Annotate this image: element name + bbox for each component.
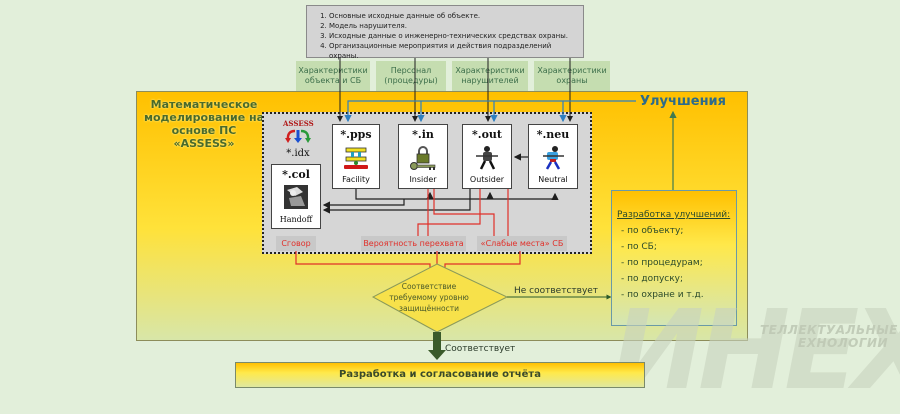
- inteh-watermark-logo: ИНЕХ: [612, 286, 900, 414]
- insider-key-lock-icon: [410, 146, 436, 170]
- not-compliant-label: Не соответствует: [514, 286, 599, 296]
- flow-connectors: [295, 58, 677, 360]
- input-item: Модель нарушителя.: [329, 21, 575, 31]
- assess-arrows-icon: [285, 129, 311, 143]
- improvement-item: - по процедурам;: [621, 258, 703, 268]
- facility-icon: [344, 147, 368, 169]
- improvements-heading: Разработка улучшений:: [617, 210, 731, 220]
- compliant-label: Соответствует: [445, 344, 516, 354]
- improvements-development-box: Разработка улучшений: - по объекту; - по…: [611, 190, 737, 326]
- improvement-item: - по охране и т.д.: [621, 290, 704, 300]
- module-col-handoff[interactable]: *.col Handoff: [271, 164, 321, 229]
- improvements-label: Улучшения: [640, 94, 727, 109]
- improvement-item: - по допуску;: [621, 274, 684, 284]
- report-development-box: Разработка и согласование отчёта: [235, 362, 645, 388]
- assess-logo: ASSESS *.idx: [283, 119, 314, 159]
- handoff-image-icon: [284, 185, 308, 209]
- tag-weak-points: «Слабые места» СБ: [477, 236, 567, 251]
- tag-interception-probability: Вероятность перехвата: [361, 236, 466, 251]
- input-item: Исходные данные о инженерно-технических …: [329, 31, 575, 41]
- outsider-figure-icon: [476, 146, 498, 170]
- category-personnel: Персонал(процедуры): [376, 61, 446, 91]
- tag-collusion: Сговор: [276, 236, 316, 251]
- input-item: Организационные мероприятия и действия п…: [329, 41, 575, 61]
- module-in-insider[interactable]: *.in Insider: [398, 124, 448, 189]
- module-pps-facility[interactable]: *.pps Facility: [332, 124, 380, 189]
- neutral-figure-icon: [543, 146, 564, 170]
- input-item: Основные исходные данные об объекте.: [329, 11, 575, 21]
- improvement-item: - по СБ;: [621, 242, 657, 252]
- module-neu-neutral[interactable]: *.neu Neutral: [528, 124, 578, 189]
- input-data-list: Основные исходные данные об объекте. Мод…: [306, 5, 584, 61]
- improvement-item: - по объекту;: [621, 226, 684, 236]
- watermark-line1: ТЕЛЛЕКТУАЛЬНЫЕ: [760, 323, 898, 337]
- module-out-outsider[interactable]: *.out Outsider: [462, 124, 512, 189]
- watermark-line2: ЕХНОЛОГИИ: [798, 336, 889, 350]
